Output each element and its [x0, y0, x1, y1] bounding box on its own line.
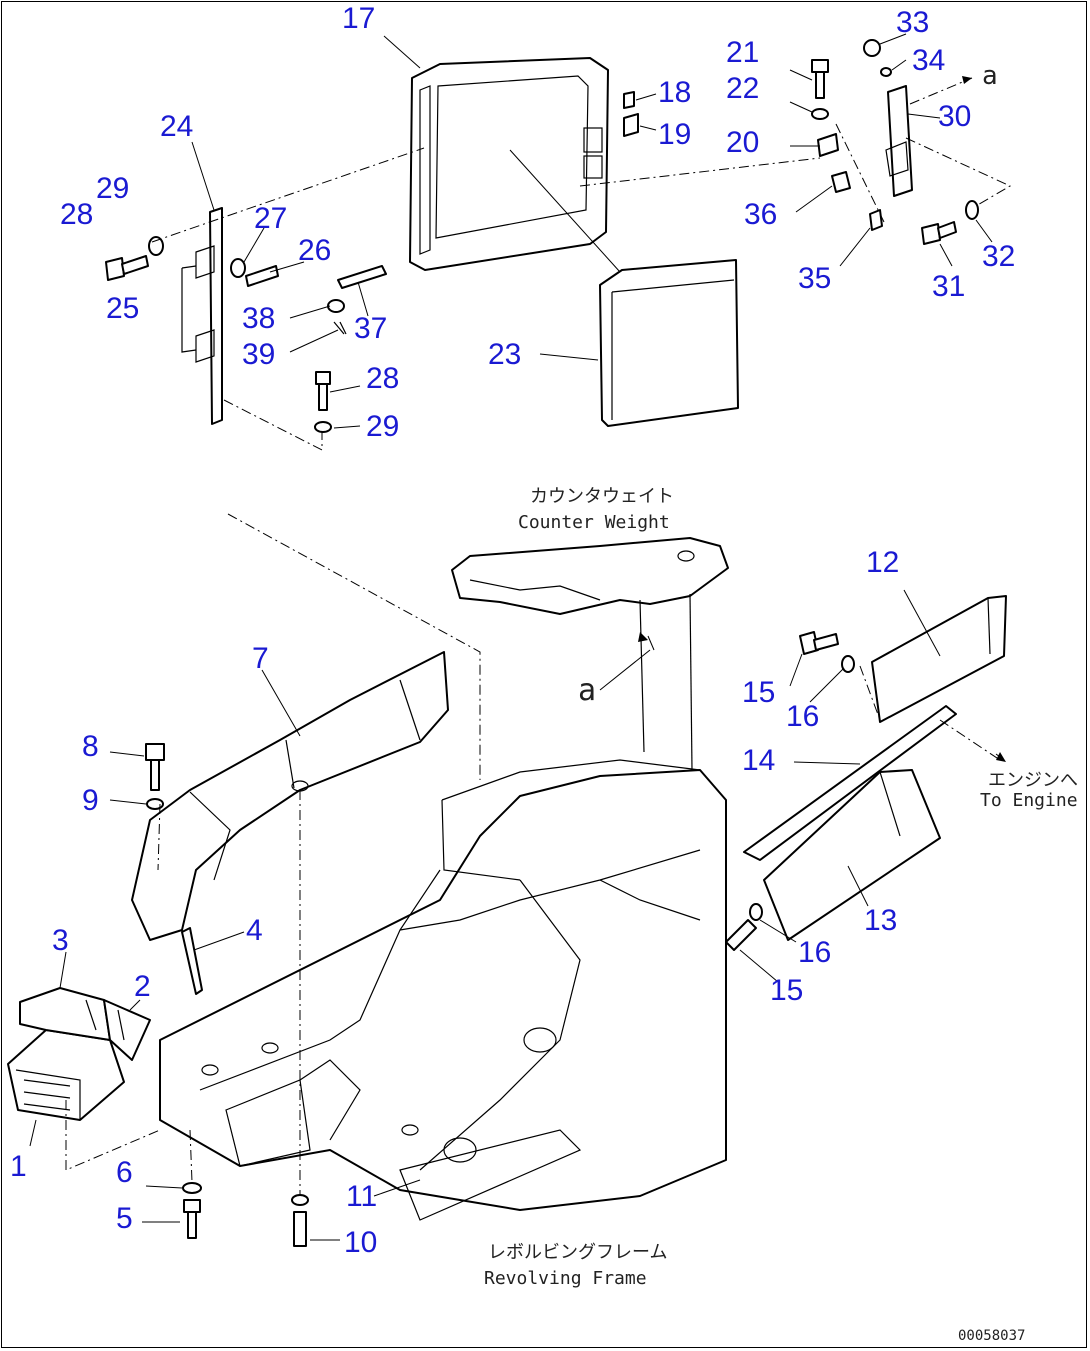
callout-24: 24 [160, 110, 193, 143]
callout-20: 20 [726, 126, 759, 159]
callout-16-lower: 16 [798, 936, 831, 969]
callout-33: 33 [896, 6, 929, 39]
arrow-heads [638, 76, 1006, 762]
callout-23: 23 [488, 338, 521, 371]
callout-8: 8 [82, 730, 99, 763]
counter-weight-jp-label: カウンタウェイト [530, 486, 674, 507]
reference-a-top: a [982, 61, 998, 91]
plate-part-13 [763, 769, 941, 941]
callout-15-lower: 15 [770, 974, 803, 1007]
clamp-part-4 [181, 927, 203, 995]
callout-10: 10 [344, 1226, 377, 1259]
callout-2: 2 [134, 970, 151, 1003]
callout-numbers: 17 18 19 21 22 20 33 34 30 36 35 31 32 2… [10, 2, 1015, 1259]
callout-9: 9 [82, 784, 99, 817]
callout-15-upper: 15 [742, 676, 775, 709]
to-engine-en-label: To Engine [980, 790, 1078, 811]
bracket-parts-2-3 [19, 987, 151, 1061]
bar-part-14 [743, 705, 957, 861]
revolving-frame-part [159, 759, 727, 1221]
to-engine-jp-label: エンジンへ [988, 770, 1078, 791]
callout-26: 26 [298, 234, 331, 267]
callout-35: 35 [798, 262, 831, 295]
callout-7: 7 [252, 642, 269, 675]
counterweight-part [451, 537, 729, 771]
callout-29-upper: 29 [96, 172, 129, 205]
callout-17: 17 [342, 2, 375, 35]
callout-39: 39 [242, 338, 275, 371]
cover-plate-part-23 [599, 259, 739, 427]
cover-part-7 [131, 651, 449, 941]
small-fasteners-top [105, 39, 979, 433]
top-leader-lines [151, 33, 1012, 451]
callout-27: 27 [254, 202, 287, 235]
callout-37: 37 [354, 312, 387, 345]
reference-a-middle: a [578, 673, 596, 708]
callout-14: 14 [742, 744, 775, 777]
callout-30: 30 [938, 100, 971, 133]
callout-38: 38 [242, 302, 275, 335]
callout-3: 3 [52, 924, 69, 957]
callout-6: 6 [116, 1156, 133, 1189]
revolving-frame-jp-label: レボルビングフレーム [488, 1242, 667, 1263]
hinge-bar-part-30 [885, 85, 913, 197]
callout-12: 12 [866, 546, 899, 579]
callout-11: 11 [346, 1180, 377, 1213]
callout-4: 4 [246, 914, 263, 947]
callout-1: 1 [10, 1150, 27, 1183]
callout-19: 19 [658, 118, 691, 151]
callout-32: 32 [982, 240, 1015, 273]
callout-13: 13 [864, 904, 897, 937]
callout-28-upper: 28 [60, 198, 93, 231]
revolving-frame-en-label: Revolving Frame [484, 1268, 647, 1289]
door-frame-part-17 [409, 57, 609, 271]
text-labels: カウンタウェイト Counter Weight エンジンへ To Engine … [484, 61, 1078, 1344]
drawing-code: 00058037 [958, 1328, 1025, 1344]
callout-18: 18 [658, 76, 691, 109]
callout-34: 34 [912, 44, 945, 77]
callout-29-lower: 29 [366, 410, 399, 443]
callout-36: 36 [744, 198, 777, 231]
callout-21: 21 [726, 36, 759, 69]
callout-5: 5 [116, 1202, 133, 1235]
callout-22: 22 [726, 72, 759, 105]
callout-16-upper: 16 [786, 700, 819, 733]
counter-weight-en-label: Counter Weight [518, 512, 670, 533]
callout-31: 31 [932, 270, 965, 303]
callout-25: 25 [106, 292, 139, 325]
callout-28-lower: 28 [366, 362, 399, 395]
cover-part-12 [871, 595, 1007, 723]
bracket-part-24 [181, 207, 223, 425]
